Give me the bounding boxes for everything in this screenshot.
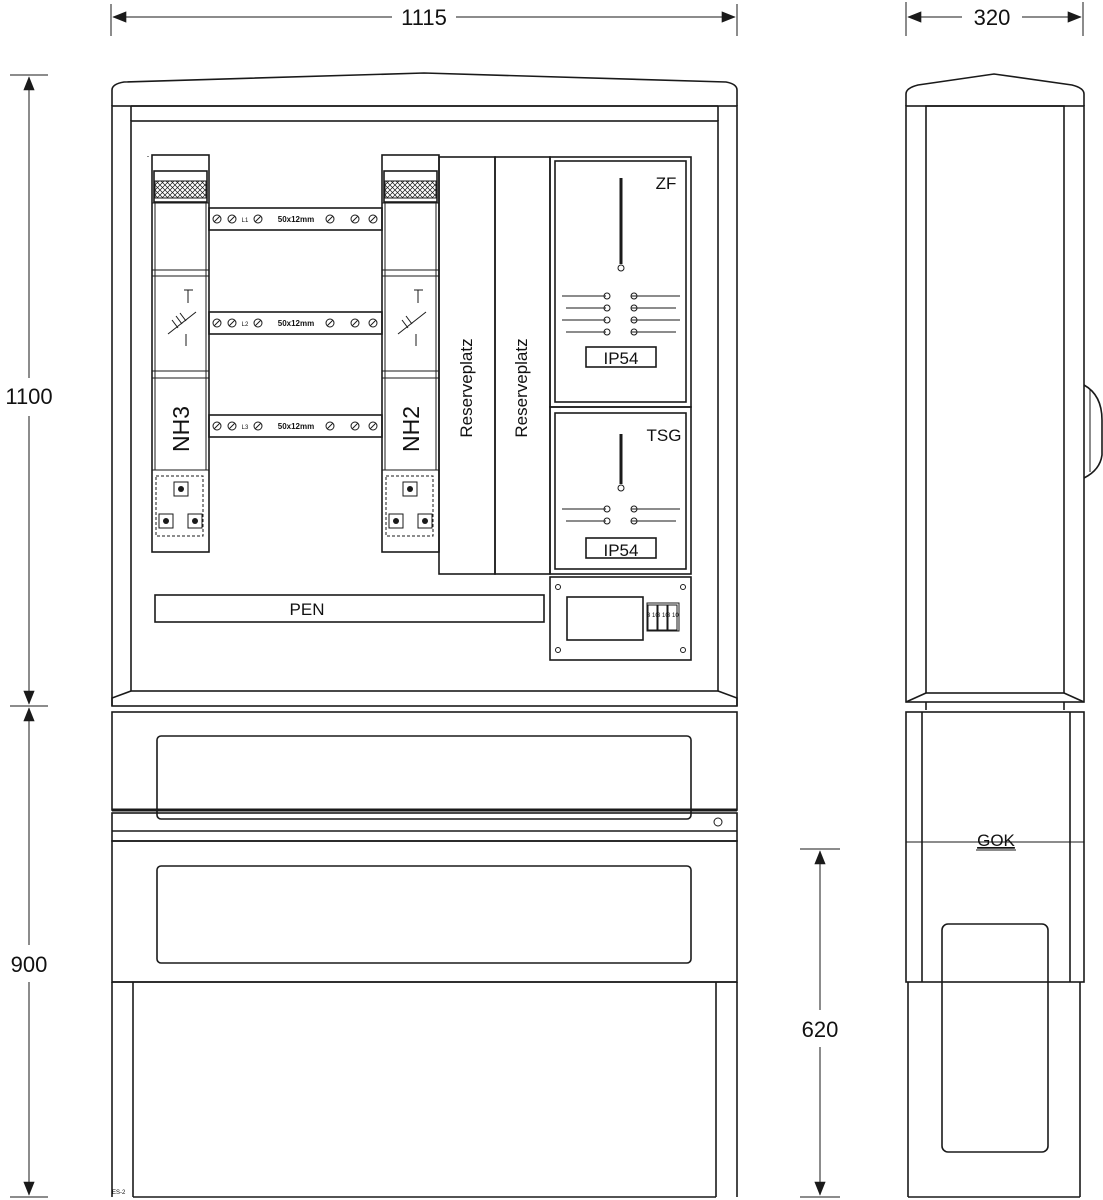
busbar-l1: L1 50x12mm [208, 207, 383, 231]
pen-bar-label: PEN [290, 600, 325, 619]
fuse-base-right-label: NH2 [398, 406, 424, 452]
width-front-label: 1115 [401, 5, 447, 30]
reserve-slot-1-label: Reserveplatz [457, 338, 476, 437]
mcb-2: B 10 [656, 604, 669, 631]
busbar-l3-phase: L3 [242, 425, 249, 431]
dimension-height-lower: 900 [10, 707, 48, 1198]
mcb-panel: B 10 B 10 B 10 [549, 576, 692, 661]
reserve-slot-2-label: Reserveplatz [512, 338, 531, 437]
busbar-l3: L3 50x12mm [208, 414, 383, 438]
reserve-slot-2: Reserveplatz [494, 156, 551, 575]
pen-bar: PEN [154, 594, 545, 623]
mcb-3: B 10 [666, 604, 679, 631]
ground-level-label: GOK [977, 831, 1015, 850]
fuse-base-right: NH2 [381, 154, 440, 553]
busbar-l2: L2 50x12mm [208, 311, 383, 335]
depth-label: 320 [974, 5, 1011, 30]
busbar-l2-size: 50x12mm [278, 319, 314, 328]
meter-field-tsg-protection: IP54 [604, 541, 639, 560]
front-view: NH3 [111, 72, 738, 1198]
busbar-l1-size: 50x12mm [278, 215, 314, 224]
side-view: GOK [905, 73, 1103, 1198]
busbar-l3-size: 50x12mm [278, 422, 314, 431]
drawing-code: ES-2 [112, 1190, 126, 1196]
svg-text:B 10: B 10 [656, 613, 669, 619]
reserve-slot-1: Reserveplatz [438, 156, 496, 575]
height-plinth-label: 620 [802, 1017, 839, 1042]
dimension-height-upper: 1100 [5, 74, 53, 707]
dimension-height-plinth: 620 [800, 848, 840, 1198]
meter-field-tsg-name: TSG [647, 426, 682, 445]
fuse-base-left: NH3 [151, 154, 210, 553]
svg-text:B 10: B 10 [646, 613, 659, 619]
meter-field-zf: ZF IP54 [549, 156, 692, 408]
dimension-depth: 320 [905, 2, 1084, 36]
dimension-width-front: 1115 [110, 4, 738, 36]
meter-field-zf-name: ZF [656, 174, 677, 193]
mcb-1: B 10 [646, 604, 659, 631]
fuse-base-left-label: NH3 [168, 406, 194, 452]
height-upper-label: 1100 [5, 384, 52, 409]
height-lower-label: 900 [11, 952, 48, 977]
busbar-l1-phase: L1 [242, 218, 249, 224]
meter-field-zf-protection: IP54 [604, 349, 639, 368]
svg-text:B 10: B 10 [666, 613, 679, 619]
meter-field-tsg: TSG IP54 [549, 406, 692, 575]
busbar-l2-phase: L2 [242, 322, 249, 328]
